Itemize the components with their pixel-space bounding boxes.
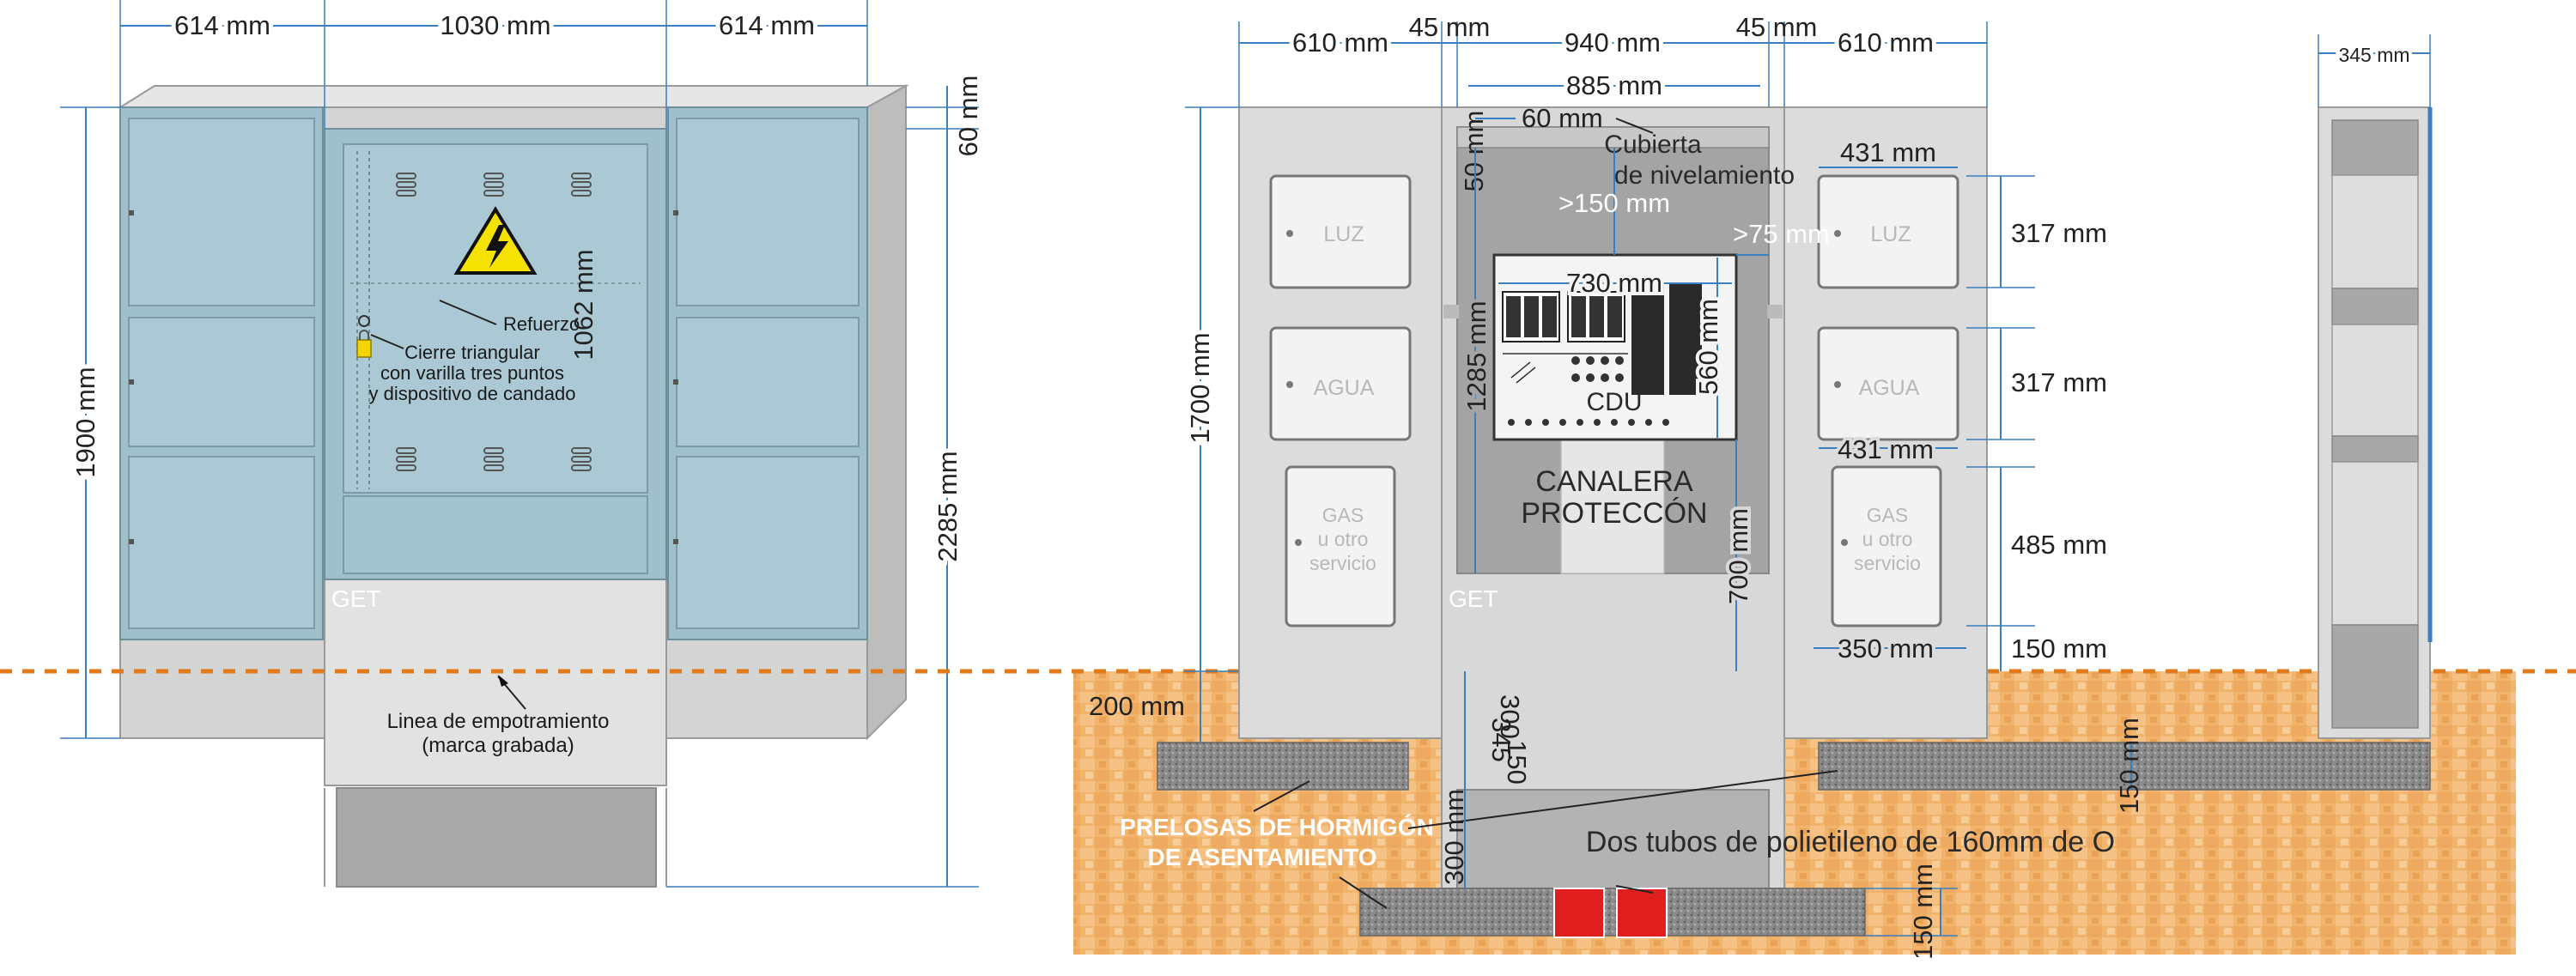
cierre-label-2: con varilla tres puntos [380,362,564,384]
section-left-width-dim: 610 mm [1292,27,1388,58]
leveling-cover [1456,126,1770,149]
canal-height-dim: 700 mm [1723,508,1753,604]
meter-box-gas-right [1831,465,1942,627]
canalera-label-1: CANALERA [1535,465,1693,498]
tubos-label: Dos tubos de polietileno de 160mm de O [1586,826,2115,858]
meter-height-2-dim: 317 mm [2011,367,2107,397]
section-get-label: GET [1449,585,1498,612]
center-depth-a-dim: 300 [1495,694,1525,739]
front-left-door-1 [128,118,315,306]
meter-box-luz-left [1269,174,1412,289]
canal-channel [1560,437,1665,574]
meter-box-luz-right [1817,174,1959,289]
meter-width-dim: 431 mm [1840,137,1936,167]
slab-bottom [1359,888,1866,937]
front-right-door-1 [676,118,860,306]
luz-right-label: LUZ [1870,222,1911,246]
front-door-handles [129,210,678,544]
meter-box-agua-right [1817,326,1959,441]
tube-depth-dim: 300 mm [1439,789,1469,885]
pe-tube-1 [1553,888,1605,938]
gas-right-label-1: GAS [1867,504,1909,526]
front-left-door-3 [128,456,315,629]
agua-left-label: AGUA [1314,376,1375,400]
front-right-door-2 [676,317,860,447]
front-pedestal [324,579,667,786]
front-left-door-2 [128,317,315,447]
section-left-height-dim: 1700 mm [1185,332,1215,443]
gas-right-label-3: servicio [1854,552,1921,574]
cubierta-label-1: Cubierta [1604,130,1702,159]
gas-right-label-2: u otro [1862,528,1913,550]
cover-top-dim: 50 mm [1459,111,1489,192]
gas-height-dim: 485 mm [2011,530,2107,560]
front-cabinet-top [117,85,909,108]
section-right-width-dim: 610 mm [1838,27,1934,58]
section-inner-width-dim: 885 mm [1566,70,1662,100]
gas-left-label-3: servicio [1309,552,1376,574]
front-left-width-dim: 614 mm [174,10,270,40]
linea-label-1: Linea de empotramiento [387,710,610,733]
clearance-side-dim: >75 mm [1733,219,1830,249]
front-cabinet-side [866,84,907,741]
front-total-height-dim: 1900 mm [70,367,100,477]
pe-tube-2 [1616,888,1668,938]
high-voltage-warning-icon [453,206,538,275]
front-view: Refuerzo Cierre triangular con varilla t… [60,0,983,888]
meter-height-1-dim: 317 mm [2011,218,2107,248]
front-buried-base [336,787,657,888]
slab-right [1818,742,2431,791]
front-right-width-dim: 614 mm [719,10,815,40]
gas-left-label-2: u otro [1318,528,1369,550]
linea-label-2: (marca grabada) [422,734,574,757]
section-lower-base [1456,789,1770,889]
section-view: CDU LUZ AGUA GAS u otro servicio LUZ AGU [1089,12,2431,960]
meter-width-2-dim: 431 mm [1838,434,1934,464]
base-height-dim: 150 mm [2011,633,2107,664]
front-door-height-dim: 1062 mm [568,249,598,360]
slab-right-dim: 150 mm [2114,718,2144,814]
left-depth-dim: 200 mm [1089,691,1185,721]
front-center-width-dim: 1030 mm [440,10,550,40]
gas-left-label-1: GAS [1322,504,1364,526]
front-vents-top [396,173,592,197]
cdu-width-dim: 730 mm [1566,268,1662,298]
luz-left-label: LUZ [1323,222,1364,246]
section-gap-right-dim: 45 mm [1736,12,1818,42]
side-view: 345 mm [2318,34,2433,739]
section-gap-left-dim: 45 mm [1409,12,1491,42]
front-center-door [343,143,648,494]
slab-left [1157,742,1409,791]
clearance-top-dim: >150 mm [1558,188,1670,218]
prelosas-label-2: DE ASENTAMIENTO [1147,844,1376,870]
cdu-height-dim: 560 mm [1693,299,1723,395]
agua-right-label: AGUA [1859,376,1920,400]
cierre-label-3: y dispositivo de candado [369,383,576,404]
front-get-label: GET [331,585,381,612]
meter-box-gas-left [1285,465,1396,627]
inner-height-dim: 1285 mm [1461,300,1492,411]
cdu-label: CDU [1587,388,1643,416]
side-depth-dim: 345 mm [2338,44,2409,66]
canalera-label-2: PROTECCÓN [1521,497,1707,530]
front-vents-bottom [396,447,592,471]
front-overall-height-dim: 2285 mm [933,451,963,561]
section-center-width-dim: 940 mm [1564,27,1661,58]
cdu-panel [1492,253,1738,441]
center-depth-c-dim: 150 [1502,740,1532,785]
center-depth-b-dim: 345 [1486,718,1516,762]
gas-width-dim: 350 mm [1838,633,1934,664]
front-center-lower-panel [343,495,648,574]
meter-box-agua-left [1269,326,1412,441]
front-right-door-3 [676,456,860,629]
prelosas-label-1: PRELOSAS DE HORMIGÓN [1120,814,1434,840]
refuerzo-label: Refuerzo [503,313,580,335]
front-top-offset-dim: 60 mm [953,76,983,157]
slab-bottom-dim: 150 mm [1908,864,1938,960]
cierre-label-1: Cierre triangular [404,342,540,363]
cover-offset-dim: 60 mm [1522,103,1603,133]
padlock-icon [356,315,372,358]
cubierta-label-2: de nivelamiento [1614,161,1795,190]
